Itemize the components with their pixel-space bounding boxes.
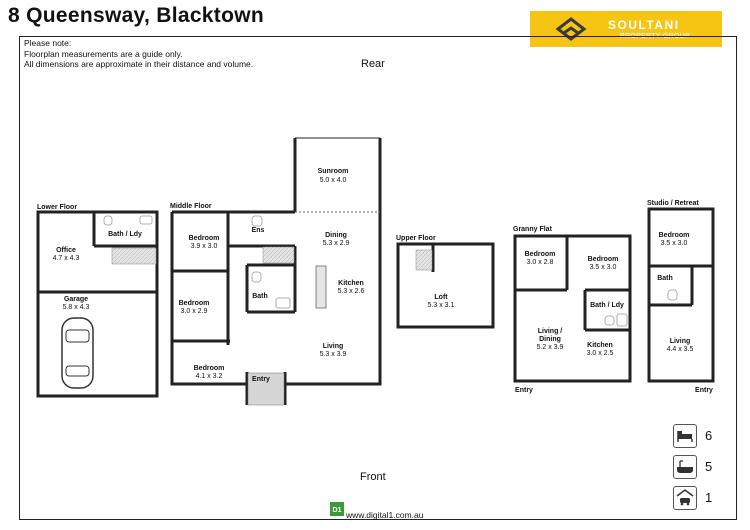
room-name: Bedroom: [179, 300, 210, 307]
room-name: Bedroom: [189, 235, 220, 242]
note-line: Floorplan measurements are a guide only.: [24, 48, 183, 59]
bath-fixtures: [103, 215, 153, 226]
middle-floor-walls: [170, 137, 382, 405]
room-name: Bath / Ldy: [108, 231, 142, 238]
garage-car: [61, 317, 94, 389]
room-dimensions: 5.2 x 3.9: [537, 344, 564, 351]
room-name: Bedroom: [659, 232, 690, 239]
room-name: Entry: [252, 376, 270, 383]
property-address: 8 Queensway, Blacktown: [8, 4, 264, 27]
bathroom-count: 5: [705, 459, 713, 474]
bathroom-fixtures: [251, 215, 291, 309]
website-link[interactable]: www.digital1.com.au: [346, 510, 424, 520]
digital1-logo-text: D1: [333, 507, 342, 514]
room-dimensions: 5.3 x 3.9: [320, 351, 347, 358]
room-name: Bath: [657, 275, 673, 282]
note-line: All dimensions are approximate in their …: [24, 59, 254, 69]
room-dimensions: 3.5 x 3.0: [590, 264, 617, 271]
room-name: Dining: [539, 336, 561, 343]
digital1-logo: D1: [330, 502, 344, 516]
bed-icon: [673, 424, 697, 448]
brand-name: SOULTANI: [608, 18, 680, 32]
room-dimensions: 5.8 x 4.3: [63, 304, 90, 311]
room-dimensions: 4.1 x 3.2: [196, 373, 223, 380]
plan-frame: [19, 36, 737, 520]
room-name: Kitchen: [338, 280, 364, 287]
bath-fixtures: [667, 289, 678, 301]
room-dimensions: 4.4 x 3.5: [667, 346, 694, 353]
note-line: Please note:: [24, 38, 72, 48]
lower-floor-walls: [36, 210, 159, 398]
room-name: Living: [323, 343, 344, 350]
room-dimensions: 3.0 x 2.8: [527, 259, 554, 266]
section-label-lower: Lower Floor: [37, 204, 77, 211]
room-dimensions: 3.5 x 3.0: [661, 240, 688, 247]
stairs: [262, 246, 295, 264]
bath-fixtures: [604, 313, 628, 327]
room-name: Bath / Ldy: [590, 302, 624, 309]
room-name: Entry: [515, 387, 533, 394]
room-dimensions: 5.3 x 3.1: [428, 302, 455, 309]
room-name: Bedroom: [588, 256, 619, 263]
room-name: Loft: [434, 294, 448, 301]
room-dimensions: 3.0 x 2.9: [181, 308, 208, 315]
stairs: [111, 247, 157, 265]
bath-icon: [673, 455, 697, 479]
room-name: Bedroom: [525, 251, 556, 258]
garage-icon: [673, 486, 697, 510]
room-name: Ens: [252, 227, 265, 234]
room-dimensions: 5.3 x 2.9: [323, 240, 350, 247]
studio-walls: [647, 207, 715, 383]
granny-flat-walls: [513, 234, 632, 383]
bedroom-count: 6: [705, 428, 713, 443]
stairs: [415, 249, 433, 271]
room-dimensions: 4.7 x 4.3: [53, 255, 80, 262]
room-dimensions: 3.0 x 2.5: [587, 350, 614, 357]
room-name: Office: [56, 247, 76, 254]
room-name: Sunroom: [318, 168, 349, 175]
room-name: Bath: [252, 293, 268, 300]
room-name: Garage: [64, 296, 88, 303]
room-dimensions: 5.3 x 2.6: [338, 288, 365, 295]
section-label-granny: Granny Flat: [513, 226, 553, 233]
brand-mark-icon: [555, 17, 587, 41]
kitchen-island: [315, 265, 327, 309]
section-label-upper: Upper Floor: [396, 235, 436, 242]
section-label-studio: Studio / Retreat: [647, 200, 699, 207]
room-name: Living /: [538, 328, 563, 335]
room-name: Living: [670, 338, 691, 345]
room-name: Kitchen: [587, 342, 613, 349]
disclaimer-note: Please note: Floorplan measurements are …: [24, 38, 253, 70]
section-label-middle: Middle Floor: [170, 203, 212, 210]
rear-label: Rear: [361, 58, 385, 70]
upper-floor-walls: [396, 242, 495, 329]
entry-porch: [247, 372, 285, 406]
front-label: Front: [360, 471, 386, 483]
room-dimensions: 3.9 x 3.0: [191, 243, 218, 250]
room-name: Dining: [325, 232, 347, 239]
room-name: Entry: [695, 387, 713, 394]
garage-count: 1: [705, 490, 713, 505]
room-name: Bedroom: [194, 365, 225, 372]
room-dimensions: 5.0 x 4.0: [320, 177, 347, 184]
